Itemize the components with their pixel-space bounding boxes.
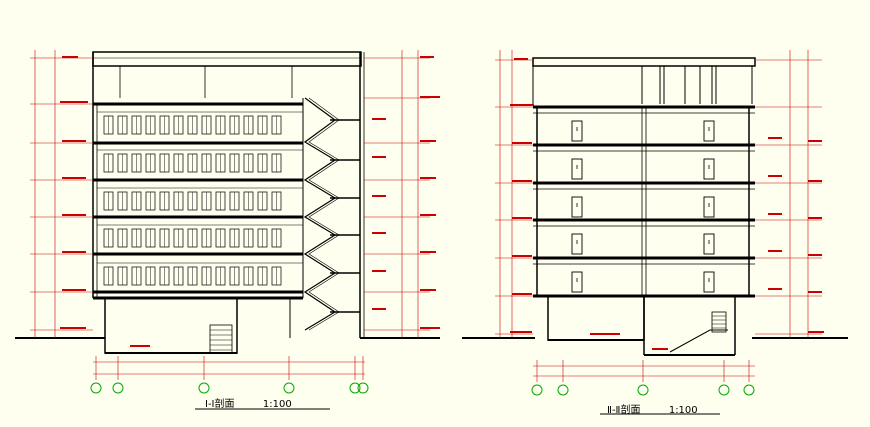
section-2-title: Ⅱ-Ⅱ剖面 1:100 xyxy=(607,401,698,416)
dimension-lines-left xyxy=(30,50,430,380)
door xyxy=(571,196,583,218)
level-marks-right xyxy=(510,58,824,350)
section-1-scale: 1:100 xyxy=(262,399,292,410)
level-marks-left xyxy=(60,56,440,347)
door xyxy=(571,233,583,255)
window-grid xyxy=(97,111,303,286)
axis-bubbles-left xyxy=(90,382,369,394)
section-2-scale: 1:100 xyxy=(668,405,698,416)
section-1-1 xyxy=(15,50,440,410)
door xyxy=(703,158,715,180)
door xyxy=(571,120,583,142)
door xyxy=(703,120,715,142)
axis-bubbles-right xyxy=(531,384,755,396)
floor-slabs-right xyxy=(533,105,755,298)
door xyxy=(571,158,583,180)
dimension-lines-right xyxy=(495,50,822,382)
door xyxy=(703,196,715,218)
door xyxy=(703,271,715,293)
ground-floor-ramp xyxy=(209,324,233,354)
roof-parapet xyxy=(92,51,362,67)
floor-slabs-left xyxy=(93,102,303,300)
section-2-2 xyxy=(462,50,848,415)
stair-flights xyxy=(303,97,337,331)
roof-parapet-2 xyxy=(532,57,756,67)
door xyxy=(703,233,715,255)
ramp xyxy=(669,329,728,353)
section-1-title: Ⅰ-Ⅰ剖面 1:100 xyxy=(205,395,292,410)
doors-right xyxy=(571,120,715,293)
door xyxy=(571,271,583,293)
section-2-name: Ⅱ-Ⅱ剖面 xyxy=(607,405,641,416)
section-1-name: Ⅰ-Ⅰ剖面 xyxy=(205,399,235,410)
